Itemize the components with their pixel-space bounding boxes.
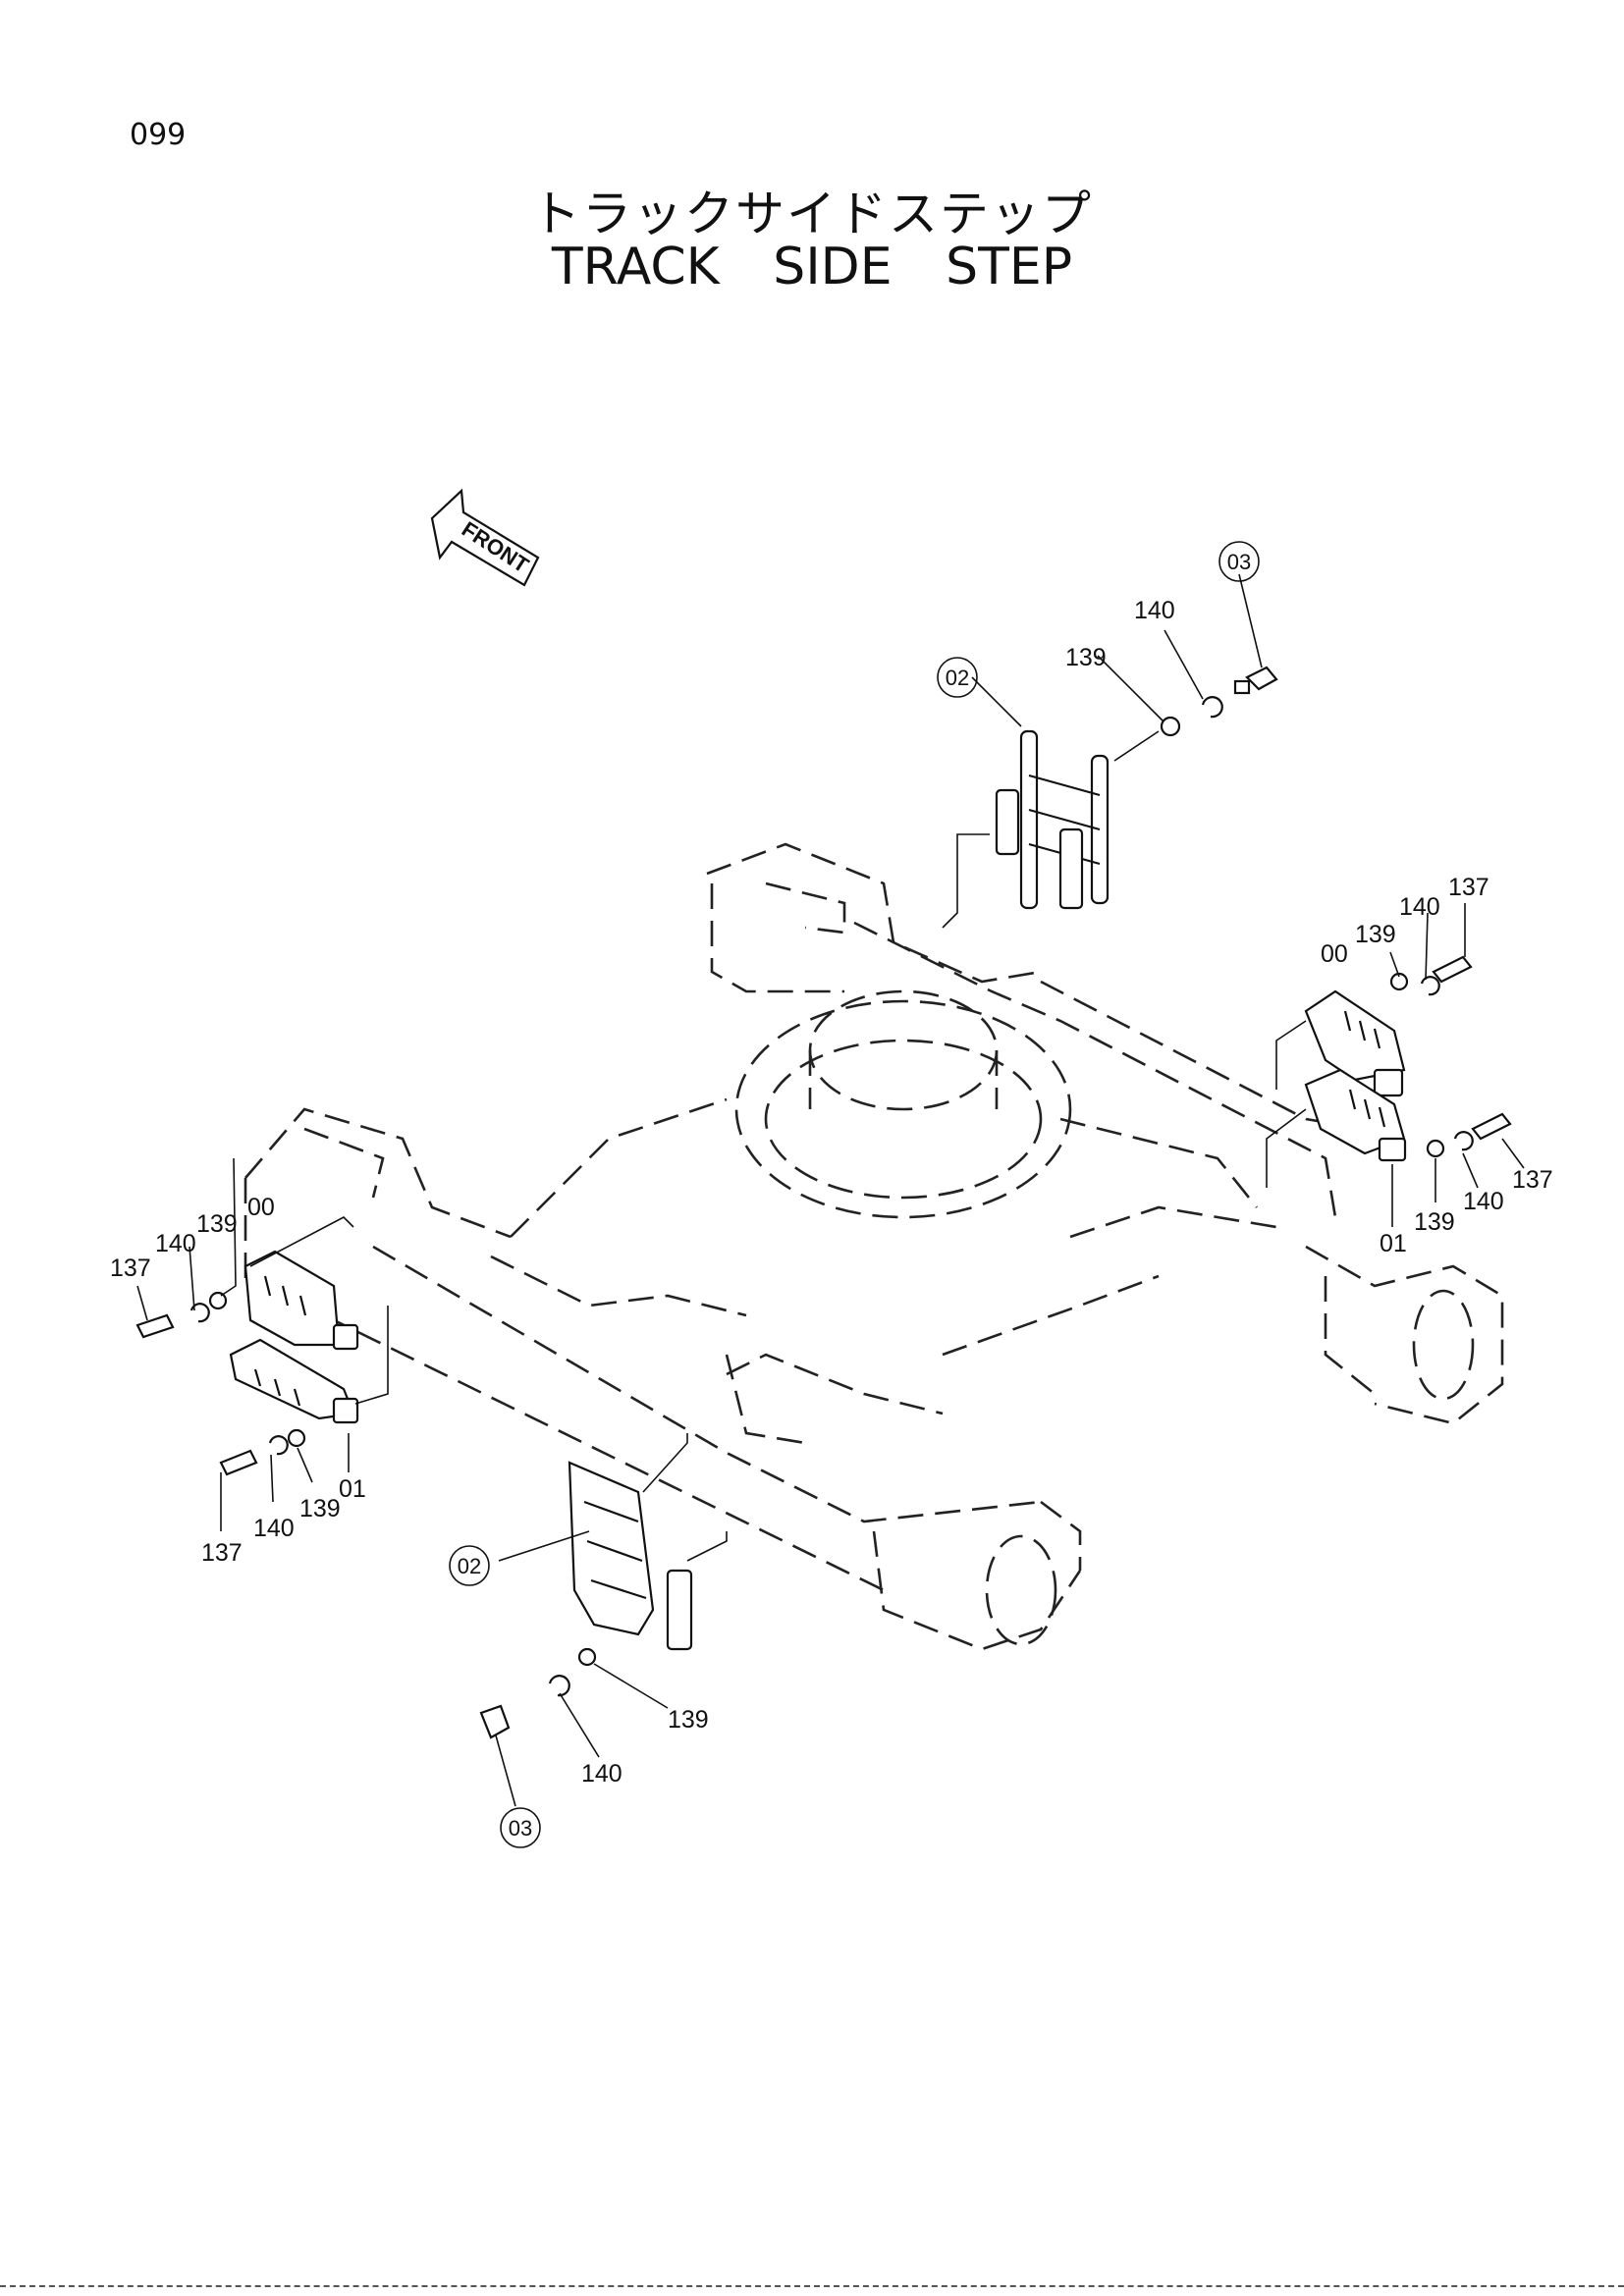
step-plate-left-lower bbox=[229, 1306, 389, 1424]
callout-137-left1: 137 bbox=[110, 1255, 151, 1282]
callout-label: 02 bbox=[458, 1554, 481, 1578]
callout-01-right: 01 bbox=[1380, 1230, 1407, 1257]
callout-02-bottom: 02 bbox=[449, 1545, 490, 1586]
callout-label: 03 bbox=[509, 1816, 532, 1841]
callout-label: 02 bbox=[946, 666, 969, 690]
callout-139-right2: 139 bbox=[1414, 1208, 1455, 1236]
callout-140-right2: 140 bbox=[1463, 1188, 1504, 1215]
callout-140-left2: 140 bbox=[253, 1515, 295, 1542]
callout-137-right2: 137 bbox=[1512, 1166, 1553, 1194]
step-ladder-lower bbox=[568, 1433, 728, 1651]
callout-140-right1: 140 bbox=[1399, 893, 1440, 921]
title-english: TRACK SIDE STEP bbox=[551, 238, 1073, 296]
callout-03-top: 03 bbox=[1218, 541, 1260, 582]
callout-00-left: 00 bbox=[247, 1194, 275, 1221]
step-plate-right-upper bbox=[1275, 989, 1406, 1097]
bottom-rule bbox=[0, 2285, 1624, 2287]
hardware-lower bbox=[479, 1647, 597, 1739]
step-plate-left-upper bbox=[244, 1216, 359, 1351]
callout-140-left1: 140 bbox=[155, 1230, 196, 1257]
front-arrow-icon: FRONT bbox=[430, 488, 540, 587]
step-ladder-upper bbox=[942, 729, 1160, 929]
callout-139-right1: 139 bbox=[1355, 921, 1396, 948]
callout-139-left1: 139 bbox=[196, 1210, 238, 1238]
callout-139-left2: 139 bbox=[299, 1495, 341, 1522]
callout-label: 03 bbox=[1227, 550, 1251, 574]
track-frame bbox=[244, 842, 1504, 1651]
hardware-right bbox=[1389, 955, 1512, 1158]
title-japanese: トラックサイドステップ bbox=[531, 186, 1093, 242]
callout-03-bottom: 03 bbox=[500, 1807, 541, 1848]
callout-02-top: 02 bbox=[937, 657, 978, 698]
leader-lines bbox=[136, 573, 1525, 1807]
page-number: 099 bbox=[130, 118, 187, 152]
callout-140-bottom: 140 bbox=[581, 1760, 623, 1788]
callout-01-left: 01 bbox=[339, 1475, 366, 1503]
step-plate-right-lower bbox=[1266, 1068, 1407, 1188]
callout-137-left2: 137 bbox=[201, 1539, 243, 1567]
callout-00-right: 00 bbox=[1321, 940, 1348, 968]
callout-137-right1: 137 bbox=[1448, 874, 1489, 901]
hardware-upper bbox=[1160, 666, 1278, 737]
callout-139-bottom: 139 bbox=[668, 1706, 709, 1734]
callout-139-top: 139 bbox=[1065, 644, 1107, 671]
callout-140-top: 140 bbox=[1134, 597, 1175, 624]
